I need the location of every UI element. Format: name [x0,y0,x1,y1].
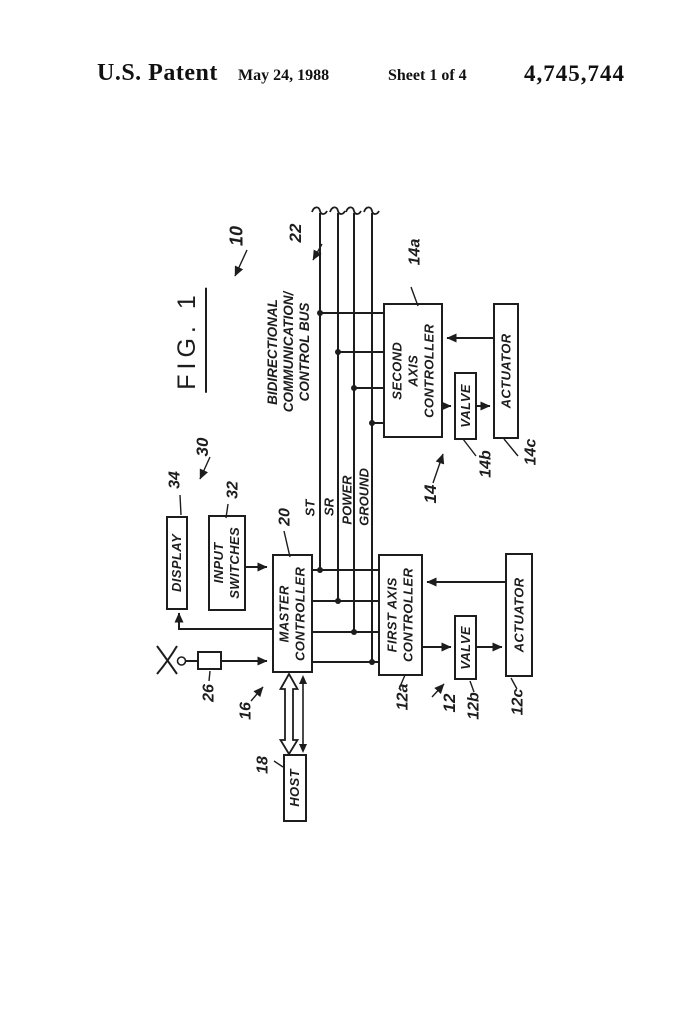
box-actuator-second-label: ACTUATOR [498,333,514,409]
ref-12a: 12a [394,683,412,711]
ref-26: 26 [200,684,218,702]
box-second-axis-line3: CONTROLLER [420,323,436,418]
bus-label-line2: COMMUNICATION/ [281,291,297,413]
host-line-arrowhead-down [299,744,307,753]
ref-12b: 12b [465,692,483,720]
box-input-switches-line2: SWITCHES [227,527,242,599]
box-first-axis-line2: CONTROLLER [400,567,416,663]
arrow-ref-16 [250,686,264,702]
patent-title: U.S. Patent [97,60,218,86]
box-actuator-first-label: ACTUATOR [511,577,527,653]
patent-number: 4,745,744 [524,61,625,86]
bus-to-second-axis-connectors [320,312,383,424]
box-display-label: DISPLAY [169,533,185,593]
ref-20: 20 [276,508,294,526]
ref-30: 30 [192,437,212,457]
arrow-ref-22 [312,243,323,261]
box-input-switches-line1: INPUT [211,542,227,584]
bus-break-marks [311,206,380,215]
switch-symbol [156,645,197,675]
signal-label-sr: SR [321,497,337,517]
bus-label-line1: BIDIRECTIONAL [265,299,281,405]
bus-lines [311,206,380,662]
host-links [278,672,307,756]
bus-label-line3: CONTROL BUS [296,302,312,402]
box-host-label: HOST [287,769,303,807]
box-valve-first: VALVE [454,615,477,680]
signal-label-st: ST [302,499,318,517]
arrow-ref-10 [234,249,248,277]
signal-label-ground: GROUND [356,468,372,526]
ref-32: 32 [224,481,242,499]
arrow-ref-14 [432,453,445,484]
signal-label-power: POWER [339,475,355,525]
box-actuator-first: ACTUATOR [505,553,533,677]
sheet-number: Sheet 1 of 4 [388,67,467,84]
box-input-switches: INPUT SWITCHES [208,515,246,611]
box-master-controller: MASTER CONTROLLER [272,554,313,673]
box-master-line2: CONTROLLER [292,566,308,661]
host-line-arrowhead-up [299,675,307,684]
box-second-axis-controller: SECOND AXIS CONTROLLER [383,303,443,438]
box-valve-second-label: VALVE [457,384,473,428]
ref-12c: 12c [509,688,527,716]
ref-14b: 14b [477,450,495,478]
box-second-axis-line1: SECOND [389,341,405,400]
ref-12: 12 [439,693,459,713]
host-bus-hollow-arrow [278,672,300,756]
bus-label: BIDIRECTIONAL COMMUNICATION/ CONTROL BUS [265,292,313,413]
arrow-master-to-display [174,612,272,630]
patent-date: May 24, 1988 [238,67,330,84]
ref-18: 18 [254,756,272,774]
ref-14c: 14c [522,438,540,466]
box-first-axis-line1: FIRST AXIS [384,577,400,653]
sheet-header: U.S. Patent May 24, 1988 Sheet 1 of 4 4,… [0,0,697,100]
box-valve-first-label: VALVE [457,625,473,670]
box-second-axis-line2: AXIS [405,354,421,387]
ref-14: 14 [420,484,440,504]
ref-14a: 14a [406,238,424,266]
ref-16: 16 [237,702,255,720]
box-host: HOST [283,754,307,822]
box-master-line1: MASTER [276,584,292,643]
master-to-first-axis-connectors [313,569,378,663]
arrow-ref-30 [199,456,211,480]
figure-label: FIG. 1 [173,287,207,393]
box-actuator-second: ACTUATOR [493,303,519,439]
ref-10: 10 [226,225,247,247]
box-switch-interface [197,651,222,670]
ref-22: 22 [285,223,305,243]
box-valve-second: VALVE [454,372,477,440]
ref-34: 34 [166,471,184,489]
box-first-axis-controller: FIRST AXIS CONTROLLER [378,554,423,676]
box-display: DISPLAY [166,516,188,610]
